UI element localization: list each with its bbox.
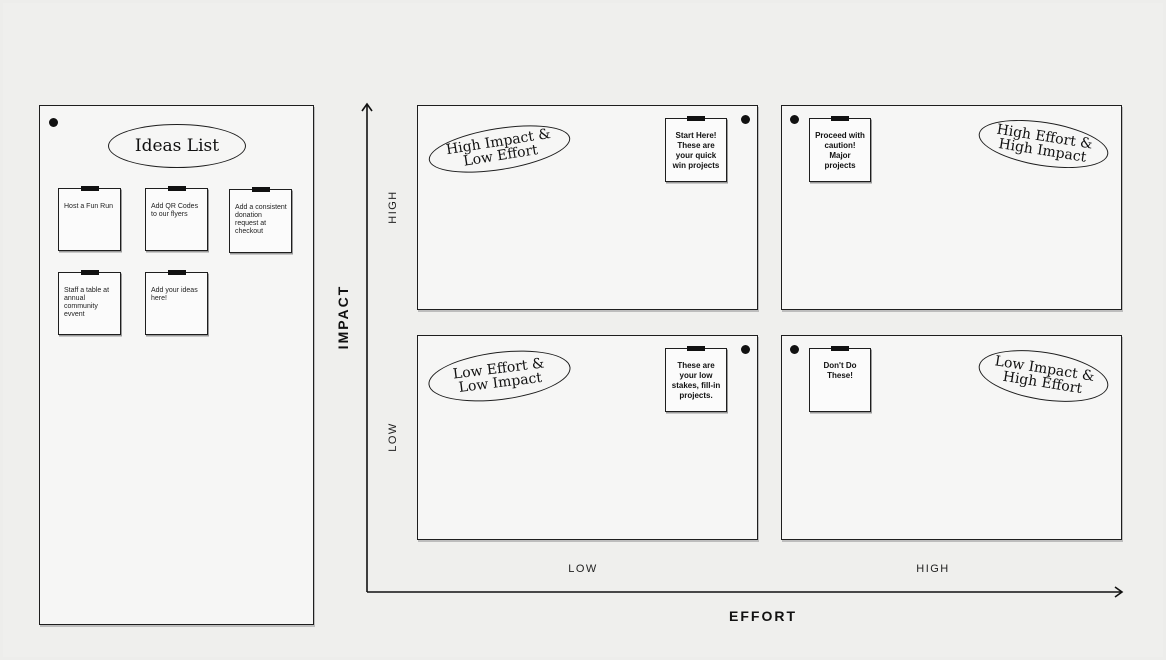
quadrant-title-text: High Effort & High Impact — [995, 121, 1094, 166]
quadrant-title: Low Impact & High Effort — [975, 342, 1112, 410]
quadrant-title: Low Effort & Low Impact — [425, 343, 574, 409]
pushpin-icon — [741, 115, 750, 124]
tape-icon — [80, 186, 99, 191]
quadrant-high-effort-high-impact[interactable]: Proceed with caution! Major projects Hig… — [781, 105, 1122, 310]
idea-note-text: Add a consistent donation request at che… — [235, 204, 287, 235]
tape-icon — [167, 186, 186, 191]
quadrant-note[interactable]: Don't Do These! — [809, 346, 871, 412]
idea-note-text: Add your ideas here! — [151, 287, 198, 302]
quadrant-title: High Impact & Low Effort — [425, 117, 574, 181]
idea-note-text: Add QR Codes to our flyers — [151, 203, 199, 218]
idea-note-text: Staff a table at annual community evvent — [64, 287, 110, 318]
quadrant-title-text: High Impact & Low Effort — [444, 125, 552, 170]
quadrant-note[interactable]: Start Here! These are your quick win pro… — [665, 116, 727, 182]
ideas-list-board[interactable]: Ideas List Host a Fun Run Add QR Codes t… — [39, 105, 314, 625]
x-axis-low-label: LOW — [568, 563, 598, 575]
quadrant-note-text: Don't Do These! — [823, 361, 857, 380]
tape-icon — [831, 346, 849, 351]
idea-note[interactable]: Host a Fun Run — [58, 186, 121, 251]
quadrant-note[interactable]: These are your low stakes, fill-in proje… — [665, 346, 727, 412]
idea-note[interactable]: Add a consistent donation request at che… — [229, 187, 292, 253]
tape-icon — [251, 187, 270, 192]
y-axis-high-label: HIGH — [387, 190, 399, 224]
quadrant-low-impact-high-effort[interactable]: Don't Do These! Low Impact & High Effort — [781, 335, 1122, 540]
quadrant-note-text: Start Here! These are your quick win pro… — [672, 131, 720, 170]
pushpin-icon — [790, 115, 799, 124]
y-axis-low-label: LOW — [387, 422, 399, 452]
pushpin-icon — [790, 345, 799, 354]
y-axis-title: IMPACT — [335, 284, 351, 350]
pushpin-icon — [49, 118, 58, 127]
tape-icon — [831, 116, 849, 121]
idea-note[interactable]: Add QR Codes to our flyers — [145, 186, 208, 251]
whiteboard-canvas: Ideas List Host a Fun Run Add QR Codes t… — [3, 3, 1163, 657]
quadrant-low-effort-low-impact[interactable]: Low Effort & Low Impact These are your l… — [417, 335, 758, 540]
ideas-list-title: Ideas List — [108, 124, 246, 168]
idea-note[interactable]: Add your ideas here! — [145, 270, 208, 335]
quadrant-note-text: These are your low stakes, fill-in proje… — [671, 361, 721, 400]
quadrant-note-text: Proceed with caution! Major projects — [815, 131, 865, 170]
tape-icon — [167, 270, 186, 275]
quadrant-title-text: Low Effort & Low Impact — [452, 355, 546, 396]
x-axis-high-label: HIGH — [916, 563, 950, 575]
ideas-list-title-text: Ideas List — [134, 135, 220, 156]
idea-note[interactable]: Staff a table at annual community evvent — [58, 270, 121, 335]
matrix-axes — [361, 102, 1124, 598]
pushpin-icon — [741, 345, 750, 354]
tape-icon — [80, 270, 99, 275]
quadrant-note[interactable]: Proceed with caution! Major projects — [809, 116, 871, 182]
quadrant-title-text: Low Impact & High Effort — [993, 353, 1096, 398]
x-axis-title: EFFORT — [729, 608, 797, 624]
quadrant-title: High Effort & High Impact — [975, 112, 1112, 176]
tape-icon — [687, 346, 705, 351]
idea-note-text: Host a Fun Run — [64, 203, 114, 210]
tape-icon — [687, 116, 705, 121]
quadrant-high-impact-low-effort[interactable]: High Impact & Low Effort Start Here! The… — [417, 105, 758, 310]
